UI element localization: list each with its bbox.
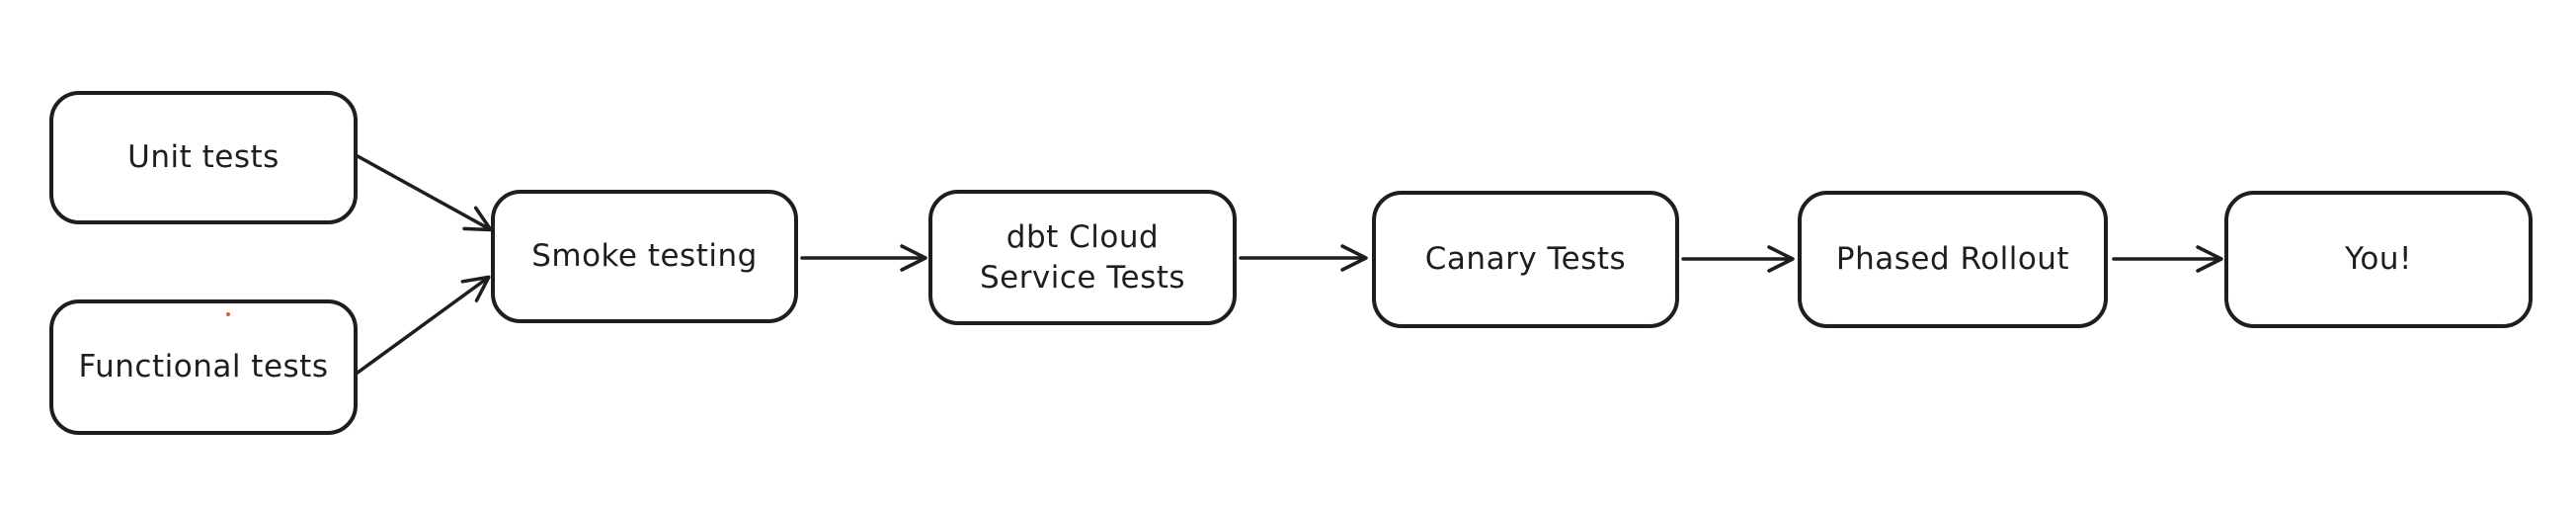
node-canary-tests-label: Canary Tests bbox=[1424, 241, 1627, 278]
node-canary-tests: Canary Tests bbox=[1372, 191, 1679, 328]
node-unit-tests: Unit tests bbox=[49, 91, 358, 224]
node-smoke-testing: Smoke testing bbox=[491, 190, 798, 323]
node-functional-tests: Functional tests bbox=[49, 299, 358, 435]
node-phased-rollout: Phased Rollout bbox=[1798, 191, 2108, 328]
node-functional-tests-label: Functional tests bbox=[78, 349, 329, 385]
node-dbt-cloud-service-tests-label: dbt Cloud Service Tests bbox=[979, 219, 1186, 296]
node-phased-rollout-label: Phased Rollout bbox=[1835, 241, 2070, 278]
edge-functional-tests-to-smoke-testing bbox=[356, 275, 491, 375]
node-dbt-cloud-service-tests: dbt Cloud Service Tests bbox=[928, 190, 1237, 325]
edge-unit-tests-to-smoke-testing bbox=[356, 154, 493, 232]
node-smoke-testing-label: Smoke testing bbox=[531, 238, 758, 275]
red-dot-artifact bbox=[226, 312, 230, 316]
node-unit-tests-label: Unit tests bbox=[127, 139, 280, 176]
node-you: You! bbox=[2224, 191, 2533, 328]
node-you-label: You! bbox=[2345, 241, 2412, 278]
